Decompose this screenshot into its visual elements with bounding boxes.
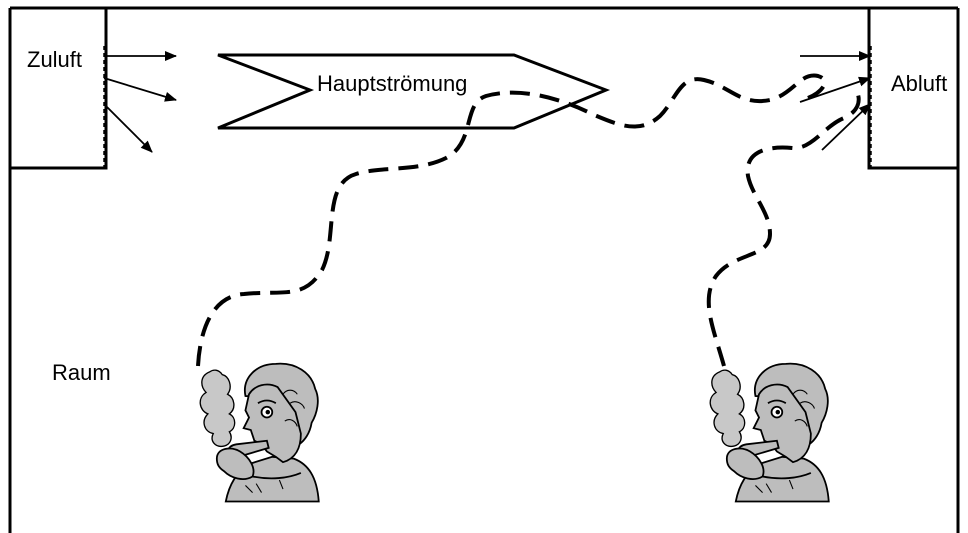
supply-air-duct	[10, 8, 108, 170]
smoking-person-icon	[199, 362, 320, 503]
exhaust-air-label: Abluft	[891, 71, 948, 96]
room-outline	[8, 6, 960, 533]
supply-air-label: Zuluft	[27, 47, 83, 72]
exhaust-air-duct	[867, 8, 958, 170]
main-flow-arrow	[217, 53, 611, 130]
room-label: Raum	[52, 360, 111, 385]
smoke-path-left	[196, 73, 827, 367]
main-flow-label: Hauptströmung	[317, 71, 468, 96]
supply-air-arrows	[103, 51, 177, 153]
smoke-path-right	[706, 88, 861, 367]
smoking-person-icon	[709, 362, 830, 503]
